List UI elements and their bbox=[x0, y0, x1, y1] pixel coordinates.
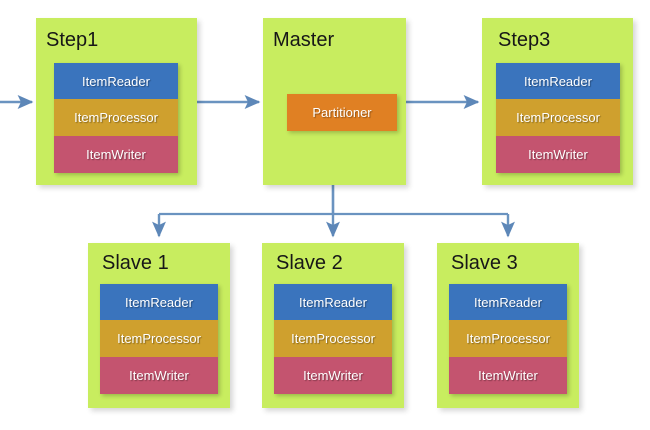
layer-item-processor[interactable]: ItemProcessor bbox=[54, 99, 178, 136]
layer-item-reader[interactable]: ItemReader bbox=[100, 284, 218, 320]
layer-item-reader[interactable]: ItemReader bbox=[274, 284, 392, 320]
node-slave2[interactable]: Slave 2 ItemReader ItemProcessor ItemWri… bbox=[262, 243, 404, 408]
node-master-title: Master bbox=[273, 29, 335, 51]
layer-item-reader[interactable]: ItemReader bbox=[54, 63, 178, 99]
node-step1[interactable]: Step1 ItemReader ItemProcessor ItemWrite… bbox=[36, 18, 197, 185]
node-master[interactable]: Master Partitioner bbox=[263, 18, 406, 185]
layer-item-processor[interactable]: ItemProcessor bbox=[100, 320, 218, 357]
layer-item-processor[interactable]: ItemProcessor bbox=[274, 320, 392, 357]
layer-item-processor[interactable]: ItemProcessor bbox=[449, 320, 567, 357]
node-slave2-layers: ItemReader ItemProcessor ItemWriter bbox=[274, 284, 392, 394]
node-slave1-title: Slave 1 bbox=[102, 252, 169, 274]
layer-item-writer[interactable]: ItemWriter bbox=[449, 357, 567, 394]
layer-item-writer[interactable]: ItemWriter bbox=[100, 357, 218, 394]
node-slave3-title: Slave 3 bbox=[451, 252, 518, 274]
layer-item-processor[interactable]: ItemProcessor bbox=[496, 99, 620, 136]
node-slave3[interactable]: Slave 3 ItemReader ItemProcessor ItemWri… bbox=[437, 243, 579, 408]
edge-master-to-slaves bbox=[152, 185, 515, 238]
layer-item-reader[interactable]: ItemReader bbox=[496, 63, 620, 99]
layer-item-reader[interactable]: ItemReader bbox=[449, 284, 567, 320]
node-step3[interactable]: Step3 ItemReader ItemProcessor ItemWrite… bbox=[482, 18, 633, 185]
node-step3-layers: ItemReader ItemProcessor ItemWriter bbox=[496, 63, 620, 173]
partitioner-block[interactable]: Partitioner bbox=[287, 94, 397, 131]
node-slave3-layers: ItemReader ItemProcessor ItemWriter bbox=[449, 284, 567, 394]
node-step1-layers: ItemReader ItemProcessor ItemWriter bbox=[54, 63, 178, 173]
node-step3-title: Step3 bbox=[498, 29, 551, 51]
node-step1-title: Step1 bbox=[46, 29, 99, 51]
node-slave1[interactable]: Slave 1 ItemReader ItemProcessor ItemWri… bbox=[88, 243, 230, 408]
layer-item-writer[interactable]: ItemWriter bbox=[54, 136, 178, 173]
node-slave2-title: Slave 2 bbox=[276, 252, 343, 274]
layer-item-writer[interactable]: ItemWriter bbox=[496, 136, 620, 173]
layer-item-writer[interactable]: ItemWriter bbox=[274, 357, 392, 394]
node-slave1-layers: ItemReader ItemProcessor ItemWriter bbox=[100, 284, 218, 394]
